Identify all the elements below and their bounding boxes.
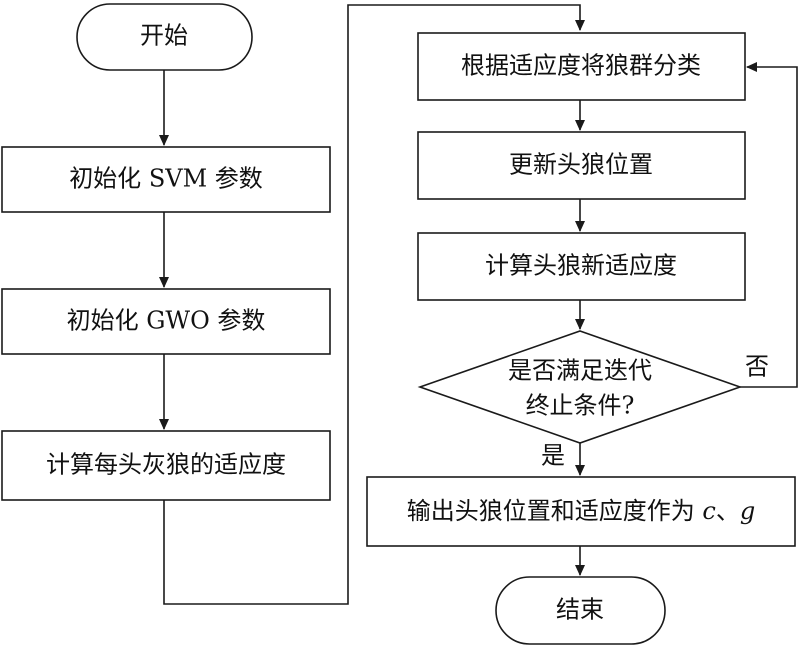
output-label-sep: 、: [716, 497, 740, 525]
lead-fitness-box: [417, 232, 746, 301]
classify-label: 根据适应度将狼群分类: [461, 52, 701, 80]
end-label: 结束: [556, 596, 604, 624]
output-box: [366, 476, 796, 547]
output-label: 输出头狼位置和适应度作为 c、g: [407, 497, 755, 525]
update-lead-box: [417, 131, 746, 200]
start-label: 开始: [140, 22, 188, 50]
arrow-no-loop: [740, 62, 798, 388]
decision-label-line1: 是否满足迭代: [508, 357, 652, 385]
end-node: [495, 576, 666, 645]
output-label-g: g: [740, 497, 755, 525]
init-gwo-label: 初始化 GWO 参数: [67, 307, 266, 335]
compute-fitness-box: [1, 430, 331, 501]
init-svm-box: [1, 146, 331, 213]
output-label-c: c: [702, 497, 715, 525]
label-yes: 是: [541, 442, 565, 470]
label-no: 否: [745, 353, 769, 381]
classify-box: [417, 32, 746, 101]
update-lead-label: 更新头狼位置: [509, 151, 653, 179]
connector-left-to-right: [163, 4, 585, 605]
decision-label-line2: 终止条件?: [526, 392, 635, 420]
compute-fitness-label: 计算每头灰狼的适应度: [46, 451, 286, 479]
lead-fitness-label: 计算头狼新适应度: [485, 252, 677, 280]
init-svm-label: 初始化 SVM 参数: [69, 165, 263, 193]
init-gwo-box: [1, 288, 331, 355]
decision-diamond: [417, 330, 743, 444]
output-label-main: 输出头狼位置和适应度作为: [407, 497, 703, 525]
